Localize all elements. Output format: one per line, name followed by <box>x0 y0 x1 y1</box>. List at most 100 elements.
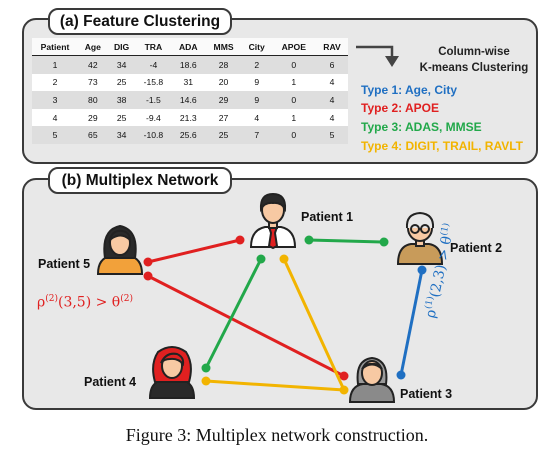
edge-p1-p5-type2 <box>147 238 241 264</box>
table-cell: 29 <box>205 91 242 109</box>
table-cell: 0 <box>271 91 316 109</box>
table-cell: 5 <box>32 126 78 144</box>
table-cell: 9 <box>241 91 272 109</box>
edge-p1-p3-type4 <box>282 258 346 391</box>
table-cell: 27 <box>205 108 242 127</box>
table-cell: 1 <box>271 73 316 92</box>
theta-superscript: (2) <box>120 294 133 304</box>
table-cell: 28 <box>205 55 242 74</box>
table-cell: 25 <box>205 126 242 144</box>
table-cell: 4 <box>315 73 348 92</box>
table-cell: -10.8 <box>135 126 172 144</box>
kmeans-label-line1: Column-wise <box>438 46 510 58</box>
table-cell: 65 <box>78 126 108 144</box>
patient-feature-table: Patient Age DIG TRA ADA MMS City APOE RA… <box>32 38 348 144</box>
table-cell: -15.8 <box>135 73 172 92</box>
patient-2-label: Patient 2 <box>450 241 503 255</box>
patient-5-label: Patient 5 <box>38 257 91 271</box>
multiplex-network-title: (b) Multiplex Network <box>48 167 232 194</box>
patient-2-avatar <box>396 211 444 265</box>
edge-endpoint <box>279 254 289 264</box>
table-cell: 31 <box>171 73 206 92</box>
table-cell: 0 <box>271 55 316 74</box>
table-cell: 1 <box>271 108 316 127</box>
table-cell: 6 <box>315 55 348 74</box>
header-apoe: APOE <box>271 38 316 56</box>
header-mms: MMS <box>205 38 242 56</box>
table-cell: 34 <box>107 55 136 74</box>
table-cell: 2 <box>241 55 272 74</box>
table-cell: -1.5 <box>135 91 172 109</box>
kmeans-label: Column-wise K-means Clustering <box>414 44 534 76</box>
feature-clustering-title: (a) Feature Clustering <box>48 8 232 35</box>
args-text: (3,5) > θ <box>57 294 121 311</box>
rho-symbol: ρ <box>37 294 46 311</box>
edge-endpoint <box>379 237 389 247</box>
patient-3-label: Patient 3 <box>400 387 453 401</box>
rho-superscript: (1) <box>423 295 437 311</box>
table-cell: -4 <box>135 55 172 74</box>
edge-endpoint <box>339 371 349 381</box>
type-3-label: Type 3: ADAS, MMSE <box>361 120 482 134</box>
edge-endpoint <box>201 363 211 373</box>
edge-p1-p2-type3 <box>308 238 385 244</box>
edge-p1-p4-type3 <box>204 258 263 369</box>
table-cell: 42 <box>78 55 108 74</box>
type-2-correlation-annotation: ρ(2)(3,5) > θ(2) <box>37 294 133 311</box>
table-cell: 80 <box>78 91 108 109</box>
patient-4-avatar <box>148 346 196 399</box>
header-rav: RAV <box>315 38 348 56</box>
header-city: City <box>241 38 272 56</box>
rho-superscript: (2) <box>45 294 58 304</box>
table-cell: -9.4 <box>135 108 172 127</box>
edge-endpoint <box>143 271 153 281</box>
table-cell: 0 <box>271 126 316 144</box>
edge-endpoint <box>304 235 314 245</box>
table-cell: 21.3 <box>171 108 206 127</box>
edge-endpoint <box>201 376 211 386</box>
table-cell: 38 <box>107 91 136 109</box>
edge-p4-p3-type4 <box>205 379 345 392</box>
header-tra: TRA <box>135 38 172 56</box>
patient-5-avatar <box>96 224 144 275</box>
figure-caption: Figure 3: Multiplex network construction… <box>125 425 429 445</box>
table-cell: 9 <box>241 73 272 92</box>
type-1-label: Type 1: Age, City <box>361 83 458 97</box>
patient-1-label: Patient 1 <box>301 210 354 224</box>
table-cell: 4 <box>241 108 272 127</box>
header-dig: DIG <box>107 38 136 56</box>
header-patient: Patient <box>32 38 78 56</box>
table-cell: 29 <box>78 108 108 127</box>
table-cell: 34 <box>107 126 136 144</box>
patient-4-label: Patient 4 <box>84 375 137 389</box>
patient-3-avatar <box>348 356 396 403</box>
table-cell: 4 <box>315 91 348 109</box>
header-ada: ADA <box>171 38 206 56</box>
table-cell: 18.6 <box>171 55 206 74</box>
table-cell: 1 <box>32 55 78 74</box>
edge-endpoint <box>143 257 153 267</box>
kmeans-label-line2: K-means Clustering <box>419 62 529 74</box>
table-cell: 4 <box>315 108 348 127</box>
edge-endpoint <box>235 235 245 245</box>
table-cell: 73 <box>78 73 108 92</box>
table-cell: 25 <box>107 73 136 92</box>
edge-endpoint <box>417 265 427 275</box>
theta-superscript: (1) <box>439 222 452 237</box>
table-cell: 7 <box>241 126 272 144</box>
table-cell: 25 <box>107 108 136 127</box>
table-cell: 2 <box>32 73 78 92</box>
table-header-row: Patient Age DIG TRA ADA MMS City APOE RA… <box>32 38 348 56</box>
header-age: Age <box>78 38 108 56</box>
table-cell: 4 <box>32 108 78 127</box>
edge-endpoint <box>396 370 406 380</box>
table-cell: 5 <box>315 126 348 144</box>
patient-1-avatar <box>249 192 297 250</box>
